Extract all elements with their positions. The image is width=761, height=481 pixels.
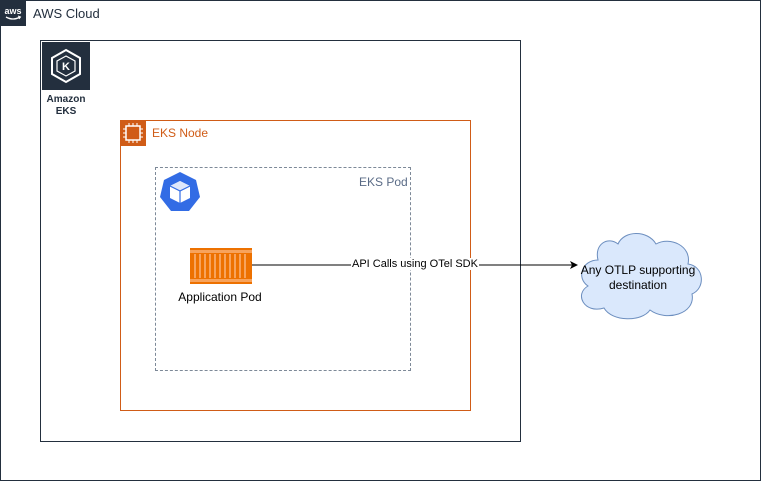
cloud-icon — [568, 228, 708, 322]
api-calls-edge-label: API Calls using OTel SDK — [351, 258, 479, 270]
container-icon — [190, 248, 252, 284]
arrowhead-icon — [570, 261, 578, 269]
kubernetes-pod-icon — [158, 170, 202, 214]
eks-logo-icon: K — [42, 42, 90, 90]
eks-pod-label: EKS Pod — [359, 175, 408, 189]
ec2-instance-icon — [120, 120, 146, 146]
eks-label: Amazon EKS — [46, 94, 86, 117]
svg-text:K: K — [62, 61, 70, 73]
eks-cluster-group — [40, 40, 521, 442]
application-pod-label: Application Pod — [178, 290, 262, 304]
aws-logo-icon: aws — [0, 0, 26, 26]
eks-node-label: EKS Node — [152, 126, 209, 140]
aws-cloud-label: AWS Cloud — [33, 6, 100, 21]
destination-label: Any OTLP supporting destination — [580, 263, 696, 292]
svg-text:aws: aws — [4, 6, 21, 16]
